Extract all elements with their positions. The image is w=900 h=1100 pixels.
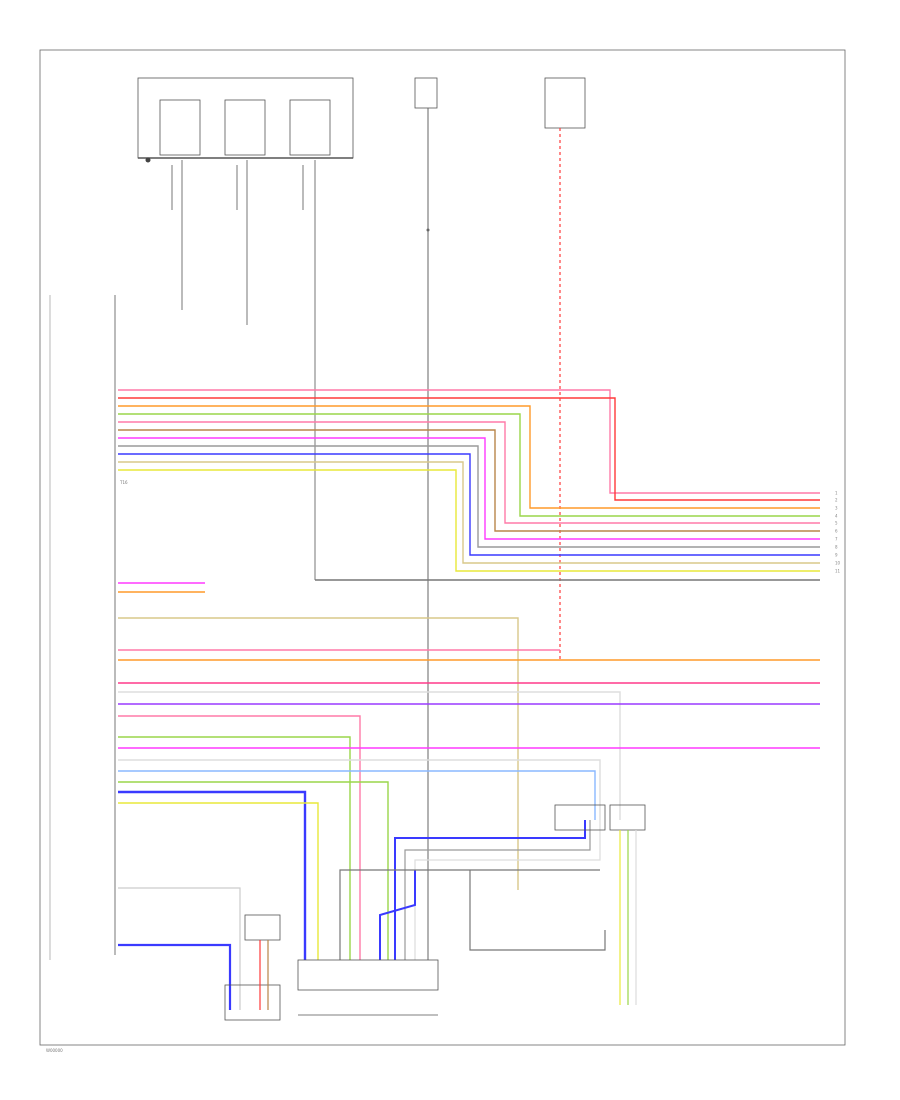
radio-module-bus [49, 295, 116, 960]
right-pin-number: 8 [835, 545, 838, 550]
right-connector-leads [259, 830, 637, 1010]
antenna-module [137, 77, 354, 163]
right-pin-number: 9 [835, 553, 838, 558]
right-pin-number: 3 [835, 506, 838, 511]
sensor-component [414, 77, 438, 960]
connector-label: T16 [119, 480, 128, 485]
diagram-frame [39, 49, 846, 1046]
right-pin-number: 2 [835, 498, 838, 503]
antenna-leads [171, 160, 316, 580]
fuse-component [544, 77, 586, 660]
footer-code: W00000 [46, 1048, 63, 1053]
right-pin-number: 10 [835, 561, 841, 566]
mid-wire-harness [118, 582, 820, 960]
right-pin-number: 1 [835, 491, 838, 496]
right-pin-number: 6 [835, 529, 838, 534]
upper-wire-harness [118, 389, 820, 581]
right-pin-number: 11 [835, 569, 841, 574]
right-pin-number: 5 [835, 521, 838, 526]
lower-harness [118, 820, 606, 1010]
right-pin-number: 4 [835, 514, 838, 519]
right-pin-number: 7 [835, 537, 838, 542]
